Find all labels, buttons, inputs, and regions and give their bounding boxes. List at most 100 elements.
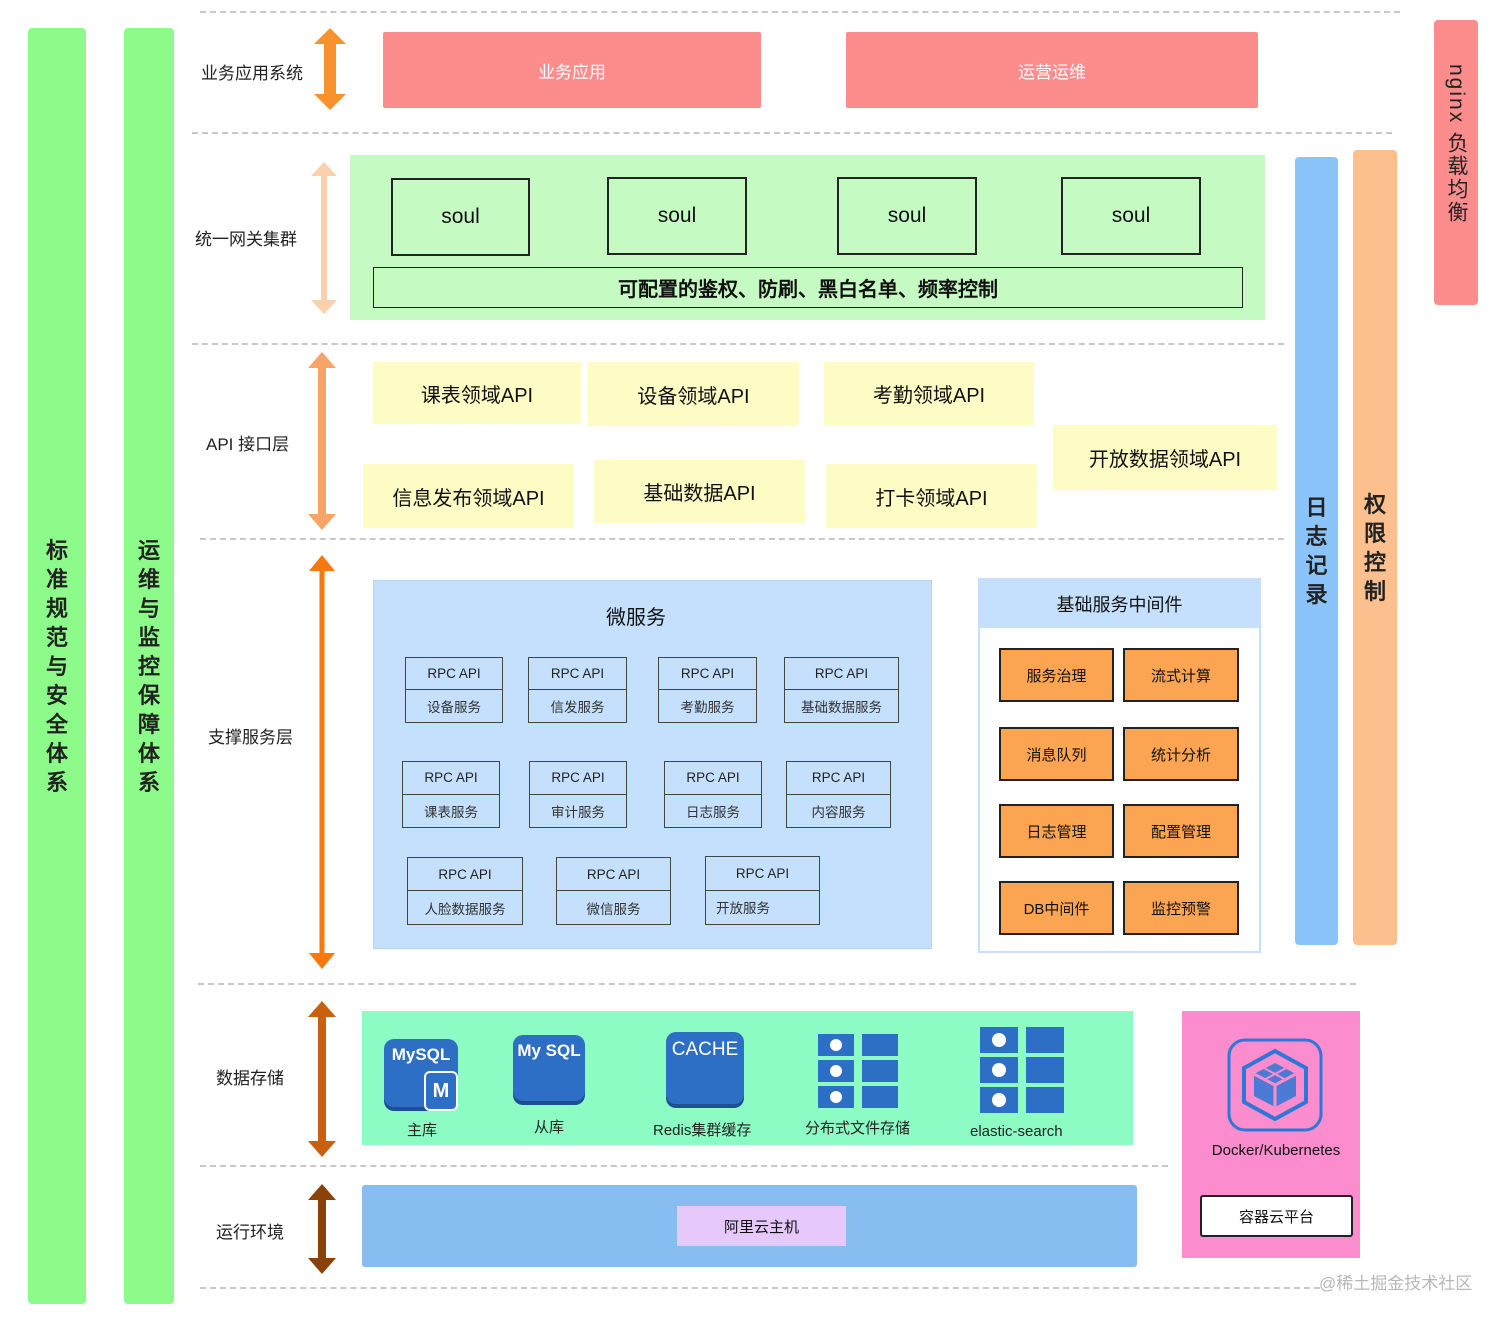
rpc-api-label: RPC API [787, 762, 890, 795]
stack-char: 与 [45, 653, 68, 679]
log-record-bar: 日志记录 [1295, 157, 1338, 945]
separator [192, 343, 1284, 345]
rpc-service-name: 课表服务 [424, 804, 478, 820]
stack-char: 运 [137, 537, 160, 563]
middleware-service-governance: 服务治理 [999, 648, 1114, 702]
stack-char: 安 [45, 682, 68, 708]
stack-char: 制 [1363, 578, 1386, 604]
layer-label-gateway: 统一网关集群 [195, 230, 297, 249]
rpc-api-label: RPC API [557, 858, 670, 891]
rpc-api-label: RPC API [529, 658, 626, 690]
middleware-log-management: 日志管理 [999, 804, 1114, 858]
permission-control-bar: 权限控制 [1353, 150, 1397, 945]
cache-icon: CACHE [666, 1032, 744, 1104]
container-platform-box: 容器云平台 [1200, 1195, 1353, 1237]
stack-char: 权 [1363, 491, 1386, 517]
elastic-search-grid-icon [980, 1027, 1064, 1113]
rpc-service-name: 信发服务 [550, 700, 605, 715]
stack-char: 控 [137, 653, 160, 679]
stack-char: 准 [45, 566, 68, 592]
mysql-master-icon: MySQL M [384, 1039, 458, 1111]
gateway-node: soul [391, 178, 530, 256]
rpc-service-wechat: RPC API 微信服务 [556, 857, 671, 925]
rpc-service-log: RPC API 日志服务 [664, 761, 762, 828]
mysql-slave-logo-text: My SQL [517, 1041, 581, 1060]
layer-label-support: 支撑服务层 [208, 728, 293, 747]
api-box-open-data: 开放数据领域API [1053, 425, 1277, 490]
separator [198, 983, 1356, 985]
stack-char: 体 [45, 740, 68, 766]
double-arrow-icon [311, 162, 337, 314]
rpc-api-label: RPC API [659, 658, 756, 690]
middleware-config-management: 配置管理 [1123, 804, 1239, 858]
stack-char: 标 [45, 537, 68, 563]
storage-label-master: 主库 [407, 1122, 438, 1139]
middleware-db: DB中间件 [999, 881, 1114, 935]
storage-label-redis: Redis集群缓存 [653, 1122, 752, 1139]
file-storage-grid-icon [818, 1034, 898, 1108]
rpc-service-name: 基础数据服务 [801, 700, 882, 715]
stack-char: 监 [137, 624, 160, 650]
separator [200, 11, 1400, 13]
ops-system-label: 运维与监控保障体系 [138, 536, 160, 797]
microservices-title: 微服务 [606, 606, 666, 629]
stack-char: 志 [1305, 524, 1328, 549]
stack-char: 规 [45, 595, 68, 621]
ops-system-bar: 运维与监控保障体系 [124, 28, 174, 1304]
rpc-service-name: 人脸数据服务 [424, 901, 506, 917]
rpc-service-name: 日志服务 [686, 804, 740, 820]
stack-char: 系 [137, 769, 160, 795]
double-arrow-icon [314, 28, 346, 110]
api-box-info-publish: 信息发布领域API [363, 464, 574, 528]
stack-char: 控 [1363, 549, 1386, 575]
gateway-features-bar: 可配置的鉴权、防刷、黑白名单、频率控制 [373, 267, 1243, 308]
stack-char: 保 [137, 682, 160, 708]
rpc-api-label: RPC API [706, 857, 819, 891]
stack-char: 范 [45, 624, 68, 650]
storage-label-elastic-search: elastic-search [970, 1123, 1063, 1140]
gateway-node: soul [837, 177, 977, 255]
double-arrow-icon [308, 1184, 336, 1274]
stack-char: 体 [137, 740, 160, 766]
business-app-box: 业务应用 [383, 32, 761, 108]
double-arrow-icon [308, 1001, 336, 1157]
separator [200, 538, 1284, 540]
mysql-slave-icon: My SQL [513, 1035, 585, 1101]
middleware-monitoring-alert: 监控预警 [1123, 881, 1239, 935]
rpc-service-schedule: RPC API 课表服务 [402, 761, 500, 828]
watermark: @稀土掘金技术社区 [1319, 1274, 1473, 1293]
rpc-api-label: RPC API [665, 762, 761, 795]
rpc-service-info: RPC API 信发服务 [528, 657, 627, 723]
stack-char: 日 [1305, 495, 1328, 520]
stack-char: 限 [1363, 520, 1386, 546]
aliyun-host-box: 阿里云主机 [677, 1206, 846, 1246]
stack-char: 与 [137, 595, 160, 621]
stack-char: 障 [137, 711, 160, 737]
double-arrow-icon [309, 555, 335, 969]
layer-label-storage: 数据存储 [216, 1069, 284, 1088]
cache-logo-text: CACHE [671, 1039, 739, 1060]
rpc-service-name: 微信服务 [586, 901, 641, 917]
rpc-service-face-data: RPC API 人脸数据服务 [407, 857, 523, 925]
api-box-schedule: 课表领域API [373, 362, 581, 424]
rpc-service-name: 考勤服务 [680, 700, 735, 715]
stack-char: 全 [45, 711, 68, 737]
gateway-node: soul [1061, 177, 1201, 255]
rpc-api-label: RPC API [530, 762, 626, 795]
middleware-title: 基础服务中间件 [980, 580, 1259, 628]
security-system-bar: 标准规范与安全体系 [28, 28, 86, 1304]
permission-control-label: 权限控制 [1364, 490, 1386, 606]
rpc-api-label: RPC API [408, 858, 522, 891]
rpc-service-attendance: RPC API 考勤服务 [658, 657, 757, 723]
container-name-label: Docker/Kubernetes [1211, 1141, 1341, 1159]
layer-label-business: 业务应用系统 [201, 64, 303, 83]
layer-label-runtime: 运行环境 [216, 1223, 284, 1242]
rpc-api-label: RPC API [785, 658, 898, 690]
api-box-base-data: 基础数据API [594, 460, 805, 523]
stack-char: 维 [137, 566, 160, 592]
rpc-api-label: RPC API [403, 762, 499, 795]
